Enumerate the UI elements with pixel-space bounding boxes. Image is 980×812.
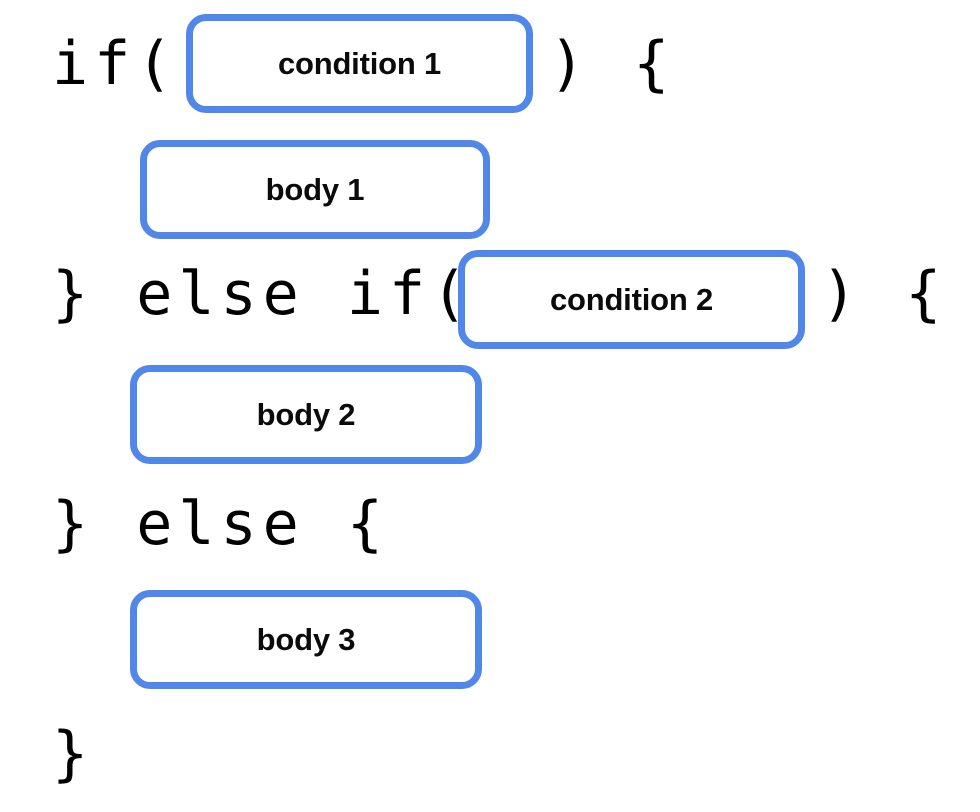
slot-condition-1[interactable]: condition 1 [186, 14, 533, 113]
slot-body-1[interactable]: body 1 [140, 140, 490, 239]
code-token-paren-brace-2: ) { [821, 259, 948, 329]
slot-body-1-label: body 1 [265, 172, 365, 207]
slot-body-3-label: body 3 [256, 622, 356, 657]
code-token-block-close: } [52, 719, 95, 789]
code-token-paren-brace-1: ) { [549, 29, 676, 99]
slot-body-2-label: body 2 [256, 397, 356, 432]
code-token-else-if-open: } else if( [52, 259, 474, 329]
slot-body-2[interactable]: body 2 [130, 365, 482, 464]
slot-condition-2[interactable]: condition 2 [458, 250, 805, 349]
code-token-else-open: } else { [52, 489, 389, 559]
slot-condition-2-label: condition 2 [549, 282, 714, 317]
code-token-if-open: if( [52, 29, 179, 99]
slot-body-3[interactable]: body 3 [130, 590, 482, 689]
slot-condition-1-label: condition 1 [277, 46, 442, 81]
